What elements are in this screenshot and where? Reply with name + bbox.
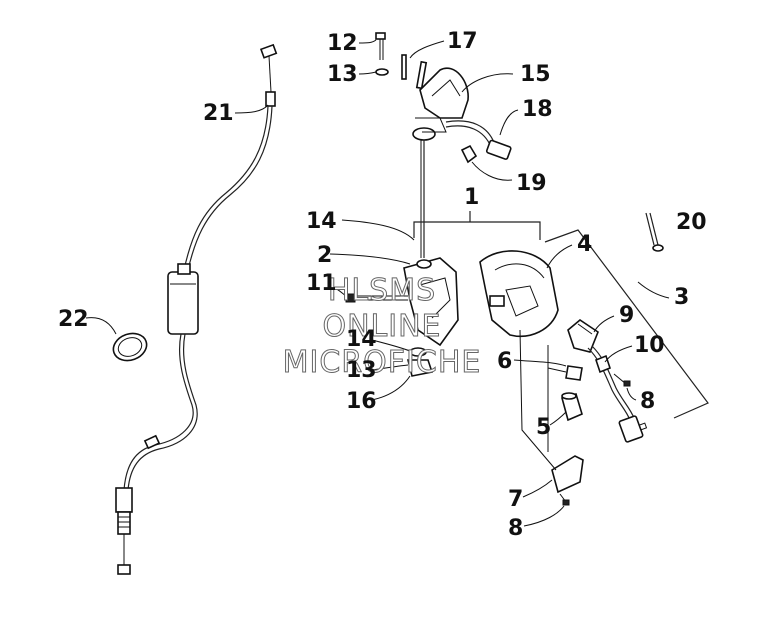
switch-harness-10 <box>587 345 648 443</box>
watermark-line-1: HLSMS <box>328 273 436 308</box>
leader-lines <box>85 39 670 527</box>
callout-12: 12 <box>327 31 358 56</box>
housing-cover-4 <box>479 250 559 337</box>
callout-6: 6 <box>497 349 512 374</box>
cable-tie-ring <box>112 332 148 362</box>
screw-8-bottom <box>559 493 570 506</box>
callout-15: 15 <box>520 62 551 87</box>
pin-20 <box>645 212 664 252</box>
callout-13-top: 13 <box>327 62 358 87</box>
nut-16 <box>406 359 434 377</box>
sleeve-5 <box>561 392 583 422</box>
callout-16: 16 <box>346 389 377 414</box>
callout-21: 21 <box>203 101 234 126</box>
callout-18: 18 <box>522 97 553 122</box>
throttle-cable <box>115 43 278 575</box>
washer-13-top <box>375 68 389 76</box>
watermark: HLSMS ONLINE MICROFICHE <box>282 273 482 381</box>
callout-bracket-3 <box>544 229 709 419</box>
watermark-line-3: MICROFICHE <box>283 345 482 380</box>
callout-8-right: 8 <box>640 389 655 414</box>
callout-5: 5 <box>536 415 551 440</box>
switch-9 <box>567 319 599 353</box>
watermark-line-2: ONLINE <box>322 309 441 344</box>
callout-13-bottom: 13 <box>346 358 377 383</box>
mount-bracket-15 <box>412 67 469 141</box>
housing-lower-2 <box>403 257 459 347</box>
callout-17: 17 <box>447 29 478 54</box>
callout-14-top: 14 <box>306 209 337 234</box>
switch-lead-18 <box>445 120 512 160</box>
callout-20: 20 <box>676 210 707 235</box>
callout-19: 19 <box>516 171 547 196</box>
callout-4: 4 <box>577 232 592 257</box>
screw-8-right <box>613 373 631 387</box>
callout-labels: 1 2 3 4 5 6 7 8 8 9 10 11 12 13 13 14 14… <box>58 29 707 541</box>
callout-11: 11 <box>306 271 337 296</box>
bolt-12 <box>375 32 386 60</box>
callout-10: 10 <box>634 333 665 358</box>
clip-19 <box>460 144 478 164</box>
callout-1: 1 <box>464 185 479 210</box>
callout-bracket-1 <box>413 211 541 240</box>
pins-17 <box>401 54 428 90</box>
callout-3: 3 <box>674 285 689 310</box>
screw-11 <box>345 293 408 303</box>
callout-2: 2 <box>317 243 332 268</box>
callout-8-bottom: 8 <box>508 516 523 541</box>
callout-7: 7 <box>508 487 523 512</box>
washer-14-lower <box>409 347 427 357</box>
spring-6 <box>547 365 583 381</box>
callout-14-bottom: 14 <box>346 327 377 352</box>
callout-22: 22 <box>58 307 89 332</box>
callout-9: 9 <box>619 303 634 328</box>
